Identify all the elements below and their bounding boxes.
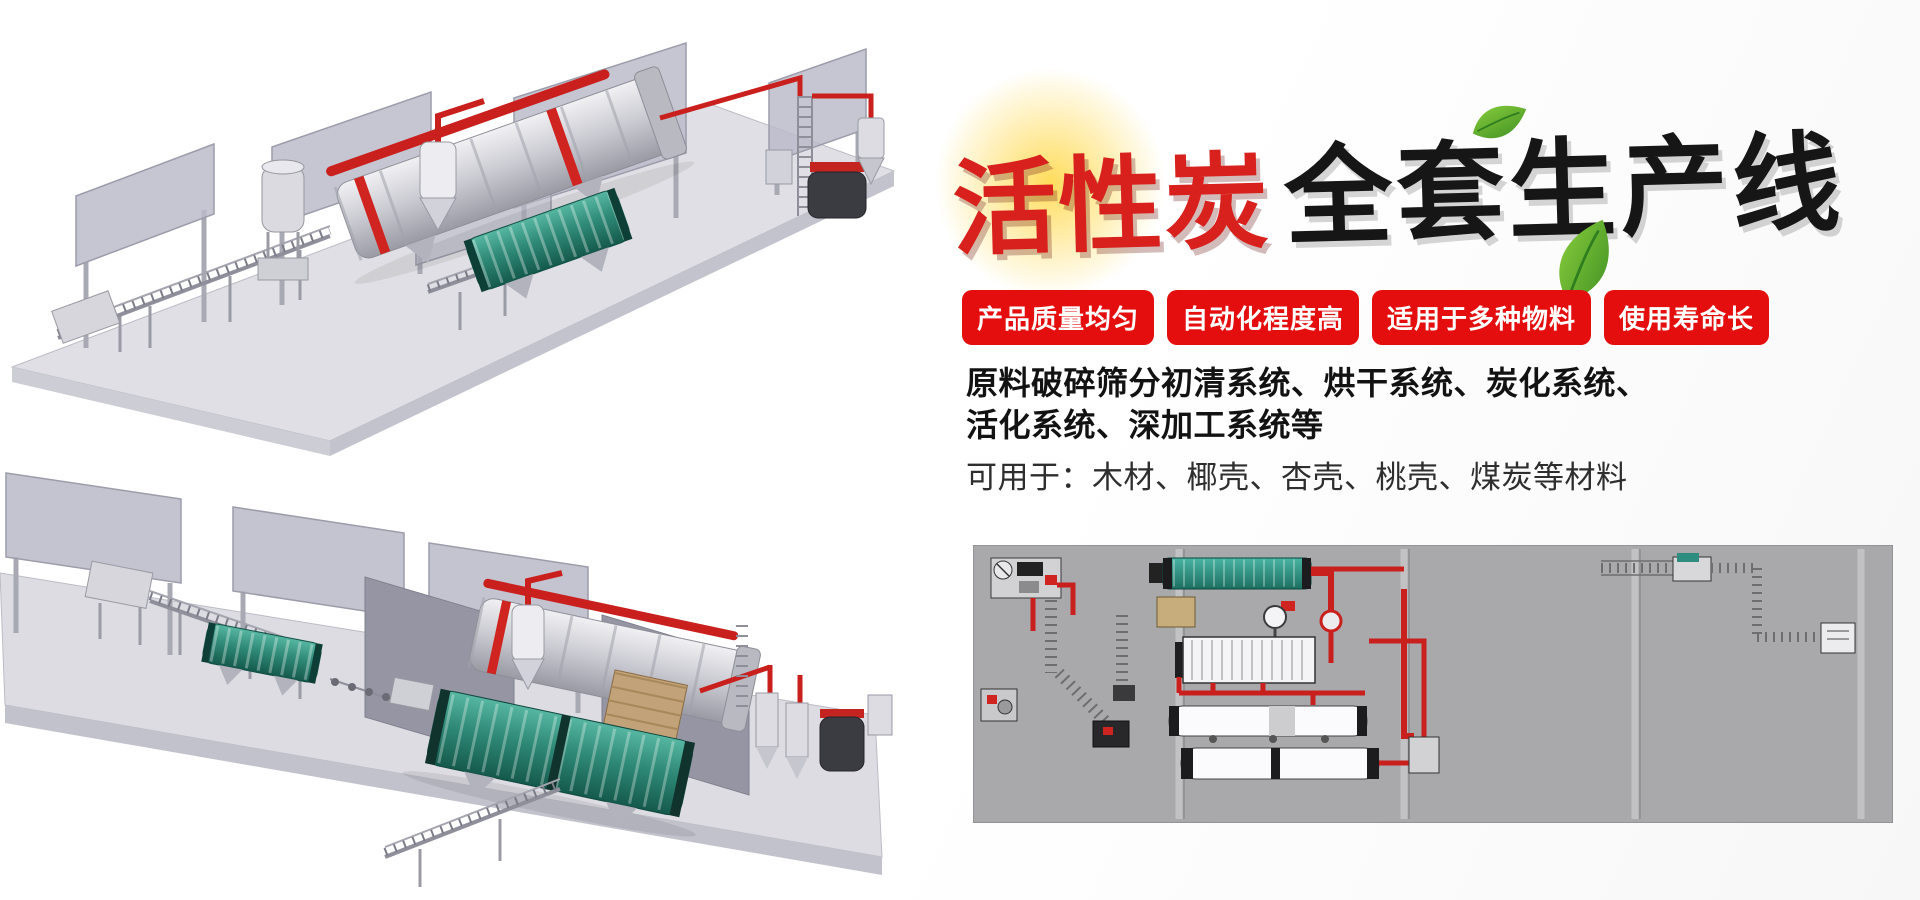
diagram-tan-box: [1156, 596, 1196, 628]
page-title: 活性炭 全套生产线: [950, 96, 1846, 275]
title-glow: [925, 58, 1175, 308]
diagram-right-conveyor-line: [1601, 553, 1856, 654]
diagram-red-piping: [1176, 589, 1427, 739]
badge-automation: 自动化程度高: [1167, 290, 1360, 345]
leaf-icon: [1472, 105, 1527, 139]
top-dust-collector: [419, 98, 485, 232]
bottom-front-conveyor: [383, 778, 562, 887]
badge-materials: 适用于多种物料: [1372, 290, 1592, 345]
bottom-feeder-and-conveyor: [84, 560, 314, 699]
badge-lifespan: 使用寿命长: [1604, 290, 1770, 345]
feature-badges: 产品质量均匀 自动化程度高 适用于多种物料 使用寿命长: [962, 290, 1770, 345]
bottom-silo-cluster: [699, 625, 893, 779]
diagram-plate-bank: [1175, 636, 1316, 684]
plant-layout-diagram: [973, 545, 1893, 823]
top-conveyors: [51, 225, 554, 352]
bottom-production-line-render: [0, 455, 920, 900]
top-holding-tank: [257, 159, 309, 281]
badge-quality: 产品质量均匀: [962, 290, 1155, 345]
top-furnace-cluster: [659, 74, 885, 219]
applicable-materials: 可用于：木材、椰壳、杏壳、桃壳、煤炭等材料: [966, 460, 1628, 495]
bottom-carbonization-drum: [402, 688, 696, 837]
diagram-carbonization-cylinder: [1180, 736, 1440, 780]
bottom-roller-line: [329, 676, 435, 712]
diagram-feeder-unit: [990, 557, 1076, 631]
bottom-small-drum: [201, 622, 323, 696]
title-red-text: 活性炭: [950, 144, 1272, 269]
top-production-line-render: [0, 0, 940, 460]
diagram-left-conveyors: [980, 600, 1135, 748]
bottom-dust-collector: [511, 570, 563, 691]
leaf-icon: [1559, 219, 1609, 302]
top-activation-drum: [463, 187, 633, 299]
system-description-line1: 原料破碎筛分初清系统、烘干系统、炭化系统、: [966, 365, 1649, 401]
diagram-dryer-drum: [1149, 557, 1404, 663]
system-description-line2: 活化系统、深加工系统等: [966, 407, 1324, 444]
system-description: 原料破碎筛分初清系统、烘干系统、炭化系统、 活化系统、深加工系统等: [966, 362, 1649, 446]
diagram-fan: [1263, 601, 1295, 637]
diagram-cooling-cylinder: [1168, 705, 1368, 743]
